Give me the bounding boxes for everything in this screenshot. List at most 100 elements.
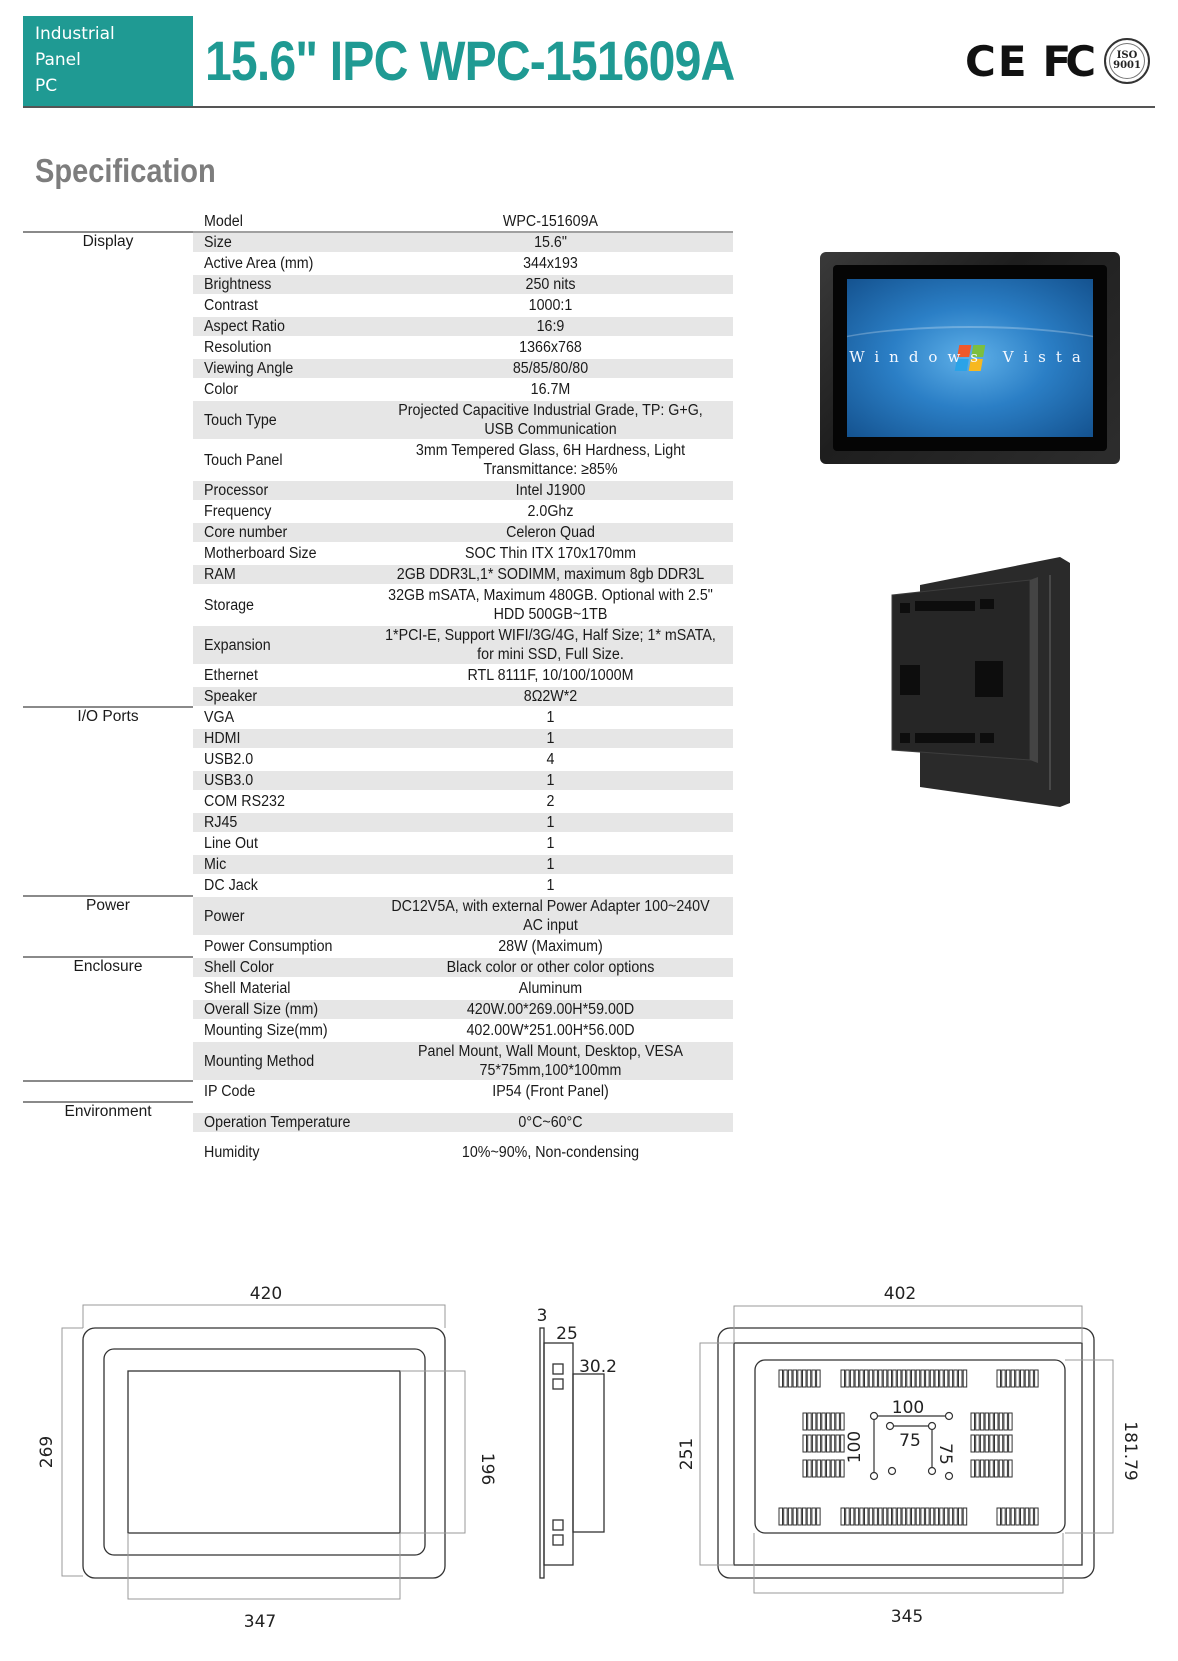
- vent-slot: [802, 1369, 807, 1388]
- spec-key: Power: [204, 907, 245, 925]
- dim-inner-width: 345: [891, 1607, 923, 1627]
- spec-key: Size: [204, 234, 232, 251]
- spec-value: WPC-151609A: [502, 213, 599, 230]
- vent-slot: [984, 1459, 990, 1478]
- vent-slot: [994, 1412, 999, 1431]
- vent-slot: [975, 1412, 980, 1431]
- vent-slot: [998, 1434, 1004, 1453]
- vent-slot: [1029, 1369, 1034, 1388]
- spec-key: Motherboard Size: [204, 545, 317, 562]
- vent-slot: [1020, 1369, 1025, 1388]
- dim-front-thickness: 3: [537, 1306, 548, 1326]
- vent-slot: [1003, 1459, 1008, 1478]
- spec-key: Line Out: [204, 835, 258, 852]
- vent-slot: [811, 1459, 817, 1478]
- spec-value: 15.6": [534, 234, 567, 251]
- vent-slot: [911, 1507, 916, 1526]
- spec-key: Processor: [204, 482, 269, 499]
- group-label: Environment: [64, 1103, 152, 1120]
- fcc-mark-icon: FC: [1042, 36, 1096, 86]
- spec-key: USB2.0: [204, 751, 254, 768]
- vent-slot: [1005, 1369, 1011, 1388]
- vent-slot: [811, 1507, 816, 1526]
- vent-slot: [896, 1369, 902, 1388]
- vent-slot: [778, 1369, 783, 1388]
- vent-slot: [802, 1459, 807, 1478]
- spec-key: Power Consumption: [204, 938, 333, 955]
- spec-value: 16.7M: [530, 381, 571, 398]
- vent-slot: [943, 1507, 949, 1526]
- vent-slot: [915, 1507, 921, 1526]
- dim-height: 269: [37, 1436, 57, 1468]
- group-divider: [23, 1101, 193, 1103]
- vent-slot: [925, 1507, 930, 1526]
- vent-slot: [962, 1369, 968, 1388]
- spec-key: Aspect Ratio: [204, 318, 285, 335]
- vent-slot: [939, 1507, 944, 1526]
- spec-key: Mounting Size(mm): [204, 1022, 328, 1039]
- dim-height: 251: [677, 1438, 697, 1470]
- spec-row: Mounting Size(mm) 402.00W*251.00H*56.00D: [23, 1020, 733, 1041]
- spec-key: Ethernet: [204, 667, 258, 684]
- spec-key: Overall Size (mm): [204, 1001, 319, 1018]
- vent-slot: [970, 1434, 975, 1453]
- vent-slot: [994, 1434, 999, 1453]
- vent-slot: [882, 1507, 888, 1526]
- spec-value: 8Ω2W*2: [523, 688, 578, 705]
- spec-value: Panel Mount, Wall Mount, Desktop, VESA 7…: [418, 1043, 683, 1079]
- vent-slot: [1001, 1507, 1006, 1526]
- vent-slot: [859, 1369, 864, 1388]
- vent-slot: [925, 1369, 930, 1388]
- spec-key: COM RS232: [204, 793, 285, 810]
- vent-slot: [979, 1459, 985, 1478]
- spec-value: 10%~90%, Non-condensing: [461, 1144, 640, 1161]
- vent-slot: [802, 1434, 807, 1453]
- vent-slot: [984, 1434, 990, 1453]
- spec-key: Viewing Angle: [204, 360, 294, 377]
- spec-key: Color: [204, 381, 239, 398]
- vent-slot: [906, 1369, 911, 1388]
- spec-value: 1: [546, 772, 555, 789]
- vent-slot: [906, 1507, 911, 1526]
- vent-slot: [821, 1459, 826, 1478]
- screen-wallpaper-text: Windows Vista: [849, 348, 1091, 366]
- spec-value: Projected Capacitive Industrial Grade, T…: [398, 402, 703, 438]
- vent-slot: [1024, 1369, 1030, 1388]
- product-back-photo: [880, 555, 1080, 815]
- vent-slot: [807, 1434, 812, 1453]
- screen: Windows Vista: [847, 279, 1093, 437]
- spec-key: Humidity: [204, 1144, 260, 1161]
- vent-slot: [864, 1507, 869, 1526]
- spec-key: Speaker: [204, 688, 258, 705]
- category-line: Panel: [35, 50, 81, 70]
- vent-slot: [1024, 1507, 1030, 1526]
- spec-value: 402.00W*251.00H*56.00D: [466, 1022, 635, 1039]
- spec-value: Aluminum: [518, 980, 583, 997]
- vent-slot: [802, 1412, 807, 1431]
- iso-seal-top: ISO: [1116, 50, 1138, 61]
- spec-value: 250 nits: [525, 276, 576, 293]
- vent-slot: [840, 1459, 845, 1478]
- group-label: Power: [86, 897, 130, 914]
- vent-slot: [849, 1507, 855, 1526]
- spec-value: 3mm Tempered Glass, 6H Hardness, Light T…: [415, 442, 686, 478]
- vent-slot: [797, 1369, 802, 1388]
- spec-row: Humidity 10%~90%, Non-condensing: [23, 1142, 733, 1163]
- vent-slot: [849, 1369, 855, 1388]
- vent-slot: [816, 1507, 821, 1526]
- vent-slot: [816, 1434, 822, 1453]
- vent-slot: [1003, 1434, 1008, 1453]
- vent-slot: [845, 1507, 850, 1526]
- table-divider: [23, 231, 733, 233]
- vent-slot: [787, 1507, 793, 1526]
- vent-slot: [1008, 1459, 1013, 1478]
